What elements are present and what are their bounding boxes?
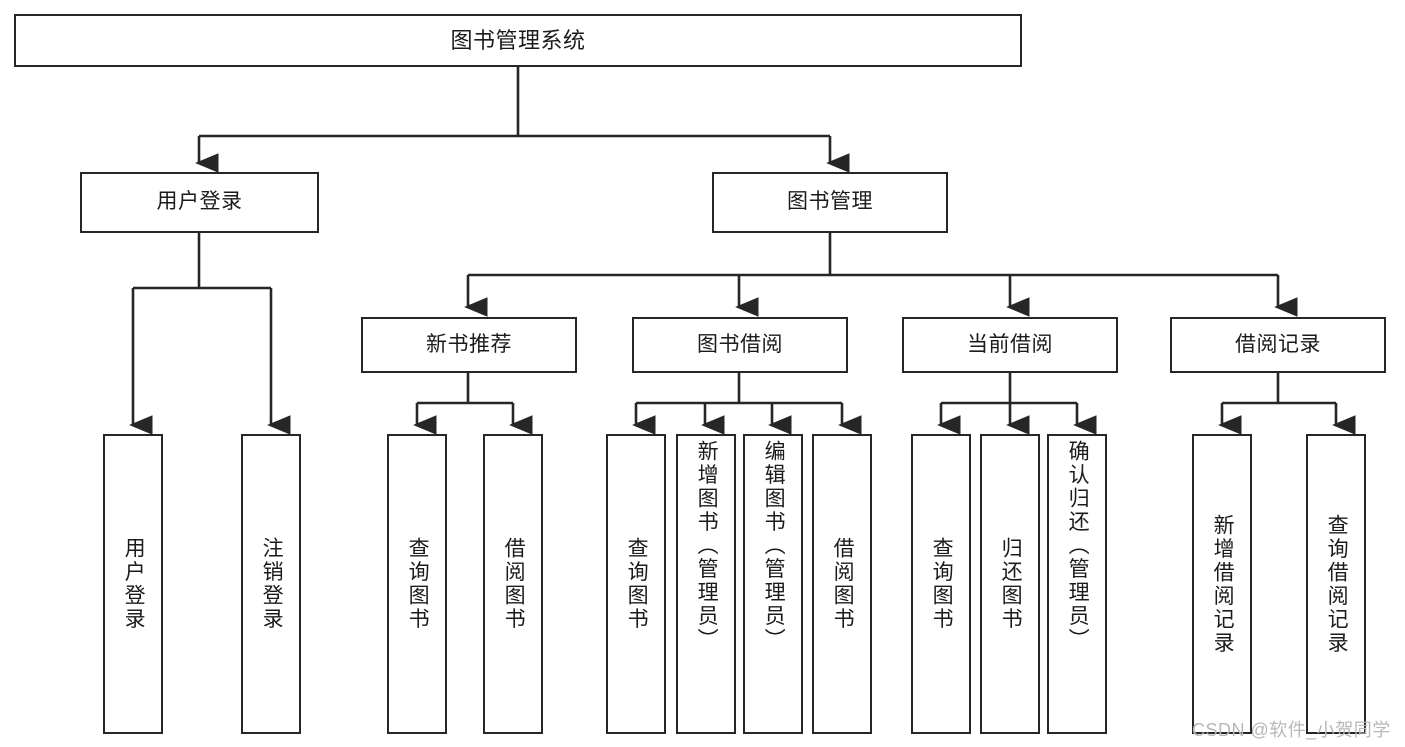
node-borrow-record[interactable]: 借阅记录 xyxy=(1170,317,1386,373)
node-current-borrow[interactable]: 当前借阅 xyxy=(902,317,1118,373)
leaf-borrow-record-query-label: 查询借阅记录 xyxy=(1325,513,1349,655)
leaf-borrow-record-add-label: 新增借阅记录 xyxy=(1211,513,1235,655)
leaf-current-borrow-confirm-return-label: 确认归还（管理员） xyxy=(1066,440,1090,652)
leaf-new-book-query-label: 查询图书 xyxy=(406,537,430,631)
leaf-book-borrow-query-label: 查询图书 xyxy=(625,537,649,631)
leaf-user-login-login[interactable]: 用户登录 xyxy=(103,434,163,734)
node-root-book-management-system[interactable]: 图书管理系统 xyxy=(14,14,1022,67)
leaf-book-borrow-edit[interactable]: 编辑图书（管理员） xyxy=(743,434,803,734)
node-book-management-label: 图书管理 xyxy=(787,190,873,214)
leaf-current-borrow-query[interactable]: 查询图书 xyxy=(911,434,971,734)
node-user-login[interactable]: 用户登录 xyxy=(80,172,319,233)
leaf-current-borrow-return[interactable]: 归还图书 xyxy=(980,434,1040,734)
leaf-book-borrow-edit-label: 编辑图书（管理员） xyxy=(762,440,786,652)
leaf-book-borrow-add-label: 新增图书（管理员） xyxy=(695,440,719,652)
leaf-user-login-logout[interactable]: 注销登录 xyxy=(241,434,301,734)
leaf-borrow-record-query[interactable]: 查询借阅记录 xyxy=(1306,434,1366,734)
leaf-book-borrow-borrow-label: 借阅图书 xyxy=(831,537,855,631)
node-book-borrow[interactable]: 图书借阅 xyxy=(632,317,848,373)
leaf-book-borrow-add[interactable]: 新增图书（管理员） xyxy=(676,434,736,734)
node-root-label: 图书管理系统 xyxy=(450,27,586,53)
leaf-new-book-borrow[interactable]: 借阅图书 xyxy=(483,434,543,734)
leaf-new-book-query[interactable]: 查询图书 xyxy=(387,434,447,734)
leaf-book-borrow-query[interactable]: 查询图书 xyxy=(606,434,666,734)
node-book-borrow-label: 图书借阅 xyxy=(697,332,783,356)
node-new-book-recommend[interactable]: 新书推荐 xyxy=(361,317,577,373)
leaf-book-borrow-borrow[interactable]: 借阅图书 xyxy=(812,434,872,734)
leaf-current-borrow-confirm-return[interactable]: 确认归还（管理员） xyxy=(1047,434,1107,734)
leaf-current-borrow-return-label: 归还图书 xyxy=(999,537,1023,631)
node-user-login-label: 用户登录 xyxy=(156,190,243,214)
leaf-user-login-logout-label: 注销登录 xyxy=(260,537,284,631)
node-new-book-recommend-label: 新书推荐 xyxy=(426,332,512,356)
leaf-user-login-login-label: 用户登录 xyxy=(122,537,146,631)
leaf-borrow-record-add[interactable]: 新增借阅记录 xyxy=(1192,434,1252,734)
leaf-new-book-borrow-label: 借阅图书 xyxy=(502,537,526,631)
node-current-borrow-label: 当前借阅 xyxy=(967,332,1053,356)
csdn-watermark: CSDN @软件_小贺同学 xyxy=(1192,720,1391,740)
node-borrow-record-label: 借阅记录 xyxy=(1235,332,1321,356)
node-book-management[interactable]: 图书管理 xyxy=(712,172,948,233)
leaf-current-borrow-query-label: 查询图书 xyxy=(930,537,954,631)
